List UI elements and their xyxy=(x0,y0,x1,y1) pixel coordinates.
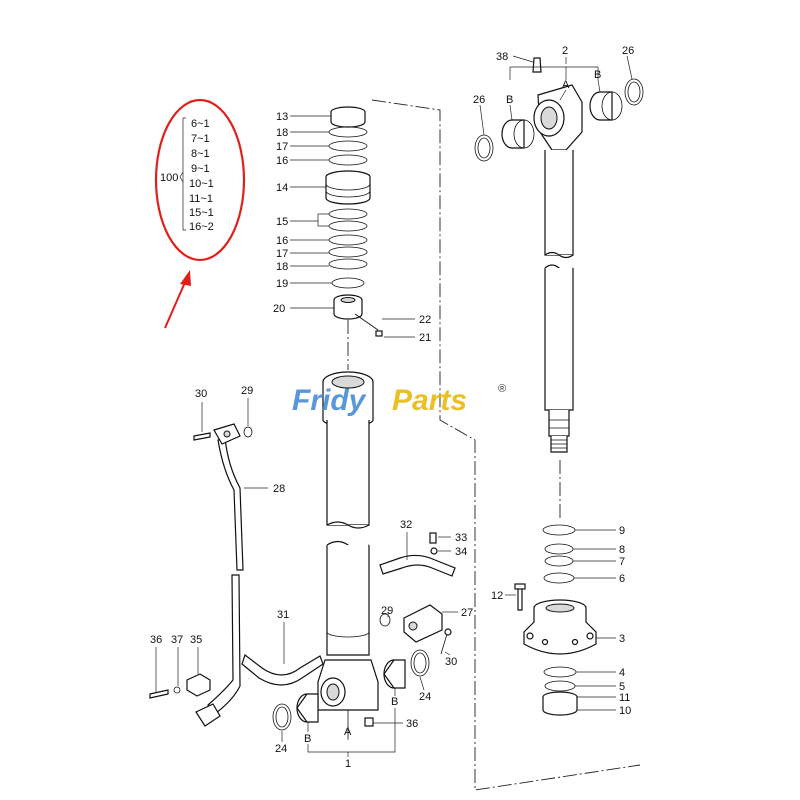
label-part-8: 8 xyxy=(619,544,625,556)
kit-item: 8~1 xyxy=(191,148,210,160)
label-part-26: 26 xyxy=(622,45,634,57)
watermark-mark: ® xyxy=(498,383,506,395)
part-labels: 13 18 17 16 14 15 16 17 18 19 20 22 21 3… xyxy=(150,45,634,770)
label-part-33: 33 xyxy=(455,532,467,544)
label-part-28: 28 xyxy=(273,483,285,495)
label-part-18: 18 xyxy=(276,261,288,273)
watermark-logo: Fridy Parts ® xyxy=(292,383,506,417)
label-part-31: 31 xyxy=(277,609,289,621)
label-rod-b: B xyxy=(594,69,601,81)
label-part-11: 11 xyxy=(619,692,630,704)
label-part-22: 22 xyxy=(419,314,431,326)
watermark-part2: Parts xyxy=(392,384,467,417)
label-part-35: 35 xyxy=(190,634,202,646)
label-part-6: 6 xyxy=(619,573,625,585)
label-part-18: 18 xyxy=(276,127,288,139)
kit-item: 15~1 xyxy=(189,207,214,219)
label-part-5: 5 xyxy=(619,681,625,693)
seal-kit-list: 100 6~1 7~1 8~1 9~1 10~1 11~1 15~1 16~2 xyxy=(160,117,214,233)
highlight-arrow-shaft xyxy=(164,279,187,329)
label-part-16: 16 xyxy=(276,235,288,247)
label-part-29: 29 xyxy=(381,605,393,617)
piston-seal-stack xyxy=(325,106,383,337)
label-part-15: 15 xyxy=(276,216,288,228)
label-tube-b: B xyxy=(304,733,311,745)
label-rod-b: B xyxy=(506,94,513,106)
assembly-centerlines xyxy=(347,99,641,791)
label-part-10: 10 xyxy=(619,705,631,717)
label-part-37: 37 xyxy=(171,634,183,646)
label-part-29: 29 xyxy=(241,385,253,397)
label-part-30: 30 xyxy=(195,388,207,400)
label-part-36: 36 xyxy=(406,718,418,730)
label-part-1: 1 xyxy=(345,758,351,770)
label-part-16: 16 xyxy=(276,155,288,167)
kit-highlight xyxy=(154,98,246,329)
kit-item: 11~1 xyxy=(189,193,213,205)
watermark-part1: Fridy xyxy=(292,384,367,417)
label-part-19: 19 xyxy=(276,278,288,290)
highlight-ellipse xyxy=(154,98,246,262)
tube-end-bushings xyxy=(272,649,430,731)
label-part-30: 30 xyxy=(445,656,457,668)
label-rod-a: A xyxy=(562,79,570,91)
label-part-17: 17 xyxy=(276,248,288,260)
cylinder-tube xyxy=(317,371,379,738)
label-part-2: 2 xyxy=(562,45,568,57)
label-part-27: 27 xyxy=(461,607,473,619)
label-part-7: 7 xyxy=(619,556,625,568)
label-part-3: 3 xyxy=(619,633,625,645)
label-part-14: 14 xyxy=(276,182,288,194)
label-part-9: 9 xyxy=(619,525,625,537)
kit-item: 7~1 xyxy=(191,133,210,145)
label-part-26: 26 xyxy=(473,94,485,106)
highlight-arrow-head xyxy=(180,270,191,286)
gland-leaders xyxy=(505,529,616,711)
kit-item: 6~1 xyxy=(191,118,210,130)
rod-gland xyxy=(523,524,597,716)
label-part-24: 24 xyxy=(419,691,431,703)
label-part-12: 12 xyxy=(491,590,503,602)
lower-leaders xyxy=(155,398,458,757)
label-tube-b: B xyxy=(391,696,398,708)
kit-item: 16~2 xyxy=(189,221,214,233)
label-part-36: 36 xyxy=(150,634,162,646)
label-tube-a: A xyxy=(344,726,352,738)
pipe-and-clamps xyxy=(149,423,526,727)
label-part-17: 17 xyxy=(276,141,288,153)
rod-leaders xyxy=(479,55,633,136)
label-part-20: 20 xyxy=(273,303,285,315)
label-part-34: 34 xyxy=(455,546,467,558)
label-part-24: 24 xyxy=(275,743,287,755)
label-part-21: 21 xyxy=(419,332,431,344)
label-part-4: 4 xyxy=(619,667,625,679)
kit-number: 100 xyxy=(160,172,178,184)
label-part-38: 38 xyxy=(496,51,508,63)
kit-item: 10~1 xyxy=(189,178,214,190)
label-part-32: 32 xyxy=(400,519,412,531)
label-part-13: 13 xyxy=(276,111,288,123)
kit-item: 9~1 xyxy=(191,163,210,175)
stack-leaders xyxy=(290,115,415,338)
piston-rod xyxy=(474,57,644,453)
